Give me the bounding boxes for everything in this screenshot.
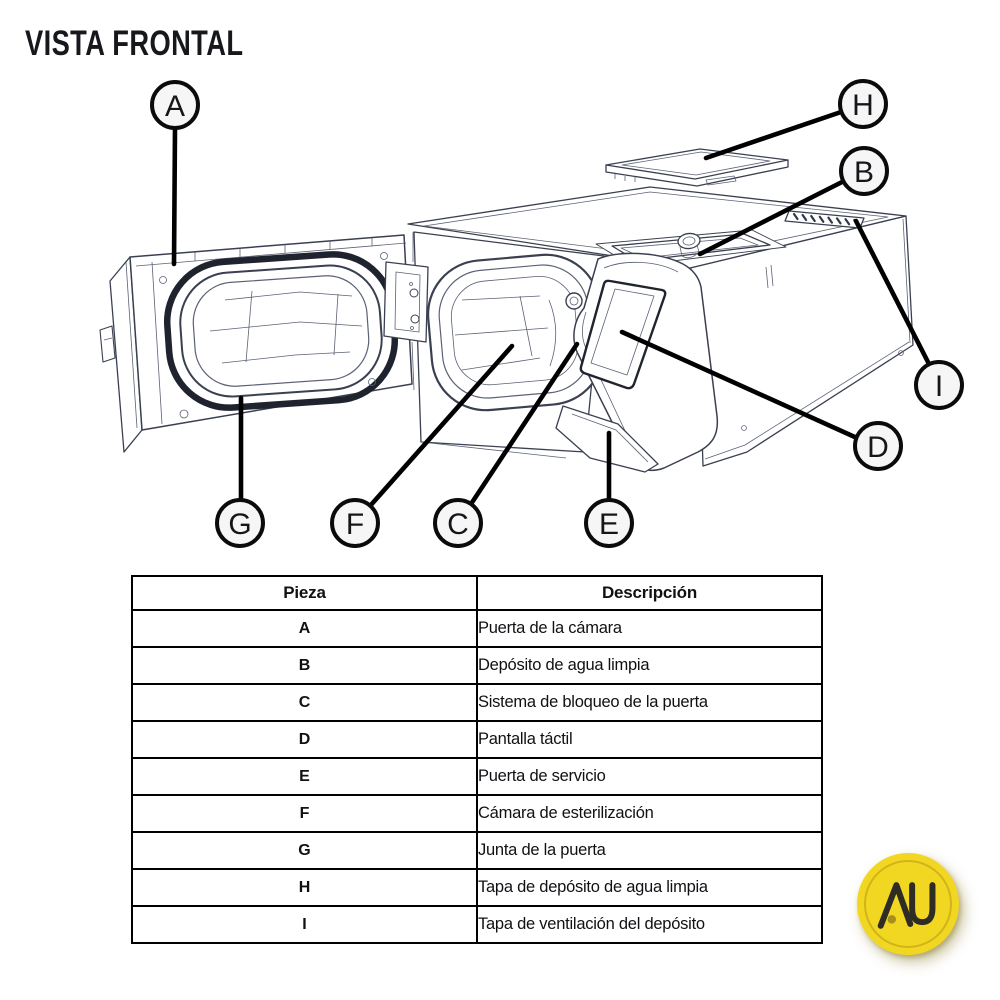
- callout-I: I: [914, 360, 964, 410]
- brand-logo: [857, 853, 959, 955]
- table-row: D Pantalla táctil: [131, 720, 823, 759]
- part-description: Pantalla táctil: [476, 720, 823, 759]
- leader-I: [853, 218, 932, 367]
- table-header-row: Pieza Descripción: [131, 575, 823, 611]
- table-row: B Depósito de agua limpia: [131, 646, 823, 685]
- part-letter: B: [131, 646, 478, 685]
- table-row: A Puerta de la cámara: [131, 609, 823, 648]
- part-letter: I: [131, 905, 478, 944]
- callout-C: C: [433, 498, 483, 548]
- leader-A: [171, 125, 178, 267]
- callout-D: D: [853, 421, 903, 471]
- part-description: Tapa de depósito de agua limpia: [476, 868, 823, 907]
- callout-F: F: [330, 498, 380, 548]
- part-letter: H: [131, 868, 478, 907]
- autoclave-diagram: A H B I D G F: [99, 79, 964, 548]
- logo-inner-ring: [864, 860, 952, 948]
- door-hinge: [383, 232, 429, 391]
- svg-text:I: I: [935, 370, 943, 403]
- part-letter: D: [131, 720, 478, 759]
- chamber-door: [99, 234, 413, 453]
- header-description: Descripción: [476, 575, 823, 611]
- part-letter: C: [131, 683, 478, 722]
- svg-text:E: E: [599, 508, 619, 541]
- part-description: Sistema de bloqueo de la puerta: [476, 683, 823, 722]
- callout-E: E: [584, 498, 634, 548]
- table-row: F Cámara de esterilización: [131, 794, 823, 833]
- part-description: Tapa de ventilación del depósito: [476, 905, 823, 944]
- header-part: Pieza: [131, 575, 478, 611]
- part-description: Depósito de agua limpia: [476, 646, 823, 685]
- reservoir-lid: [605, 148, 789, 187]
- sterilization-chamber: [413, 231, 605, 459]
- callouts: A H B I D G F: [150, 79, 964, 548]
- callout-B: B: [839, 146, 889, 196]
- leader-H: [703, 109, 844, 161]
- door-lock-pin: [565, 292, 583, 310]
- machine-body: [407, 186, 914, 473]
- table-row: C Sistema de bloqueo de la puerta: [131, 683, 823, 722]
- leader-lines: [171, 109, 932, 509]
- part-description: Cámara de esterilización: [476, 794, 823, 833]
- svg-text:H: H: [852, 89, 874, 122]
- svg-text:C: C: [447, 508, 469, 541]
- leader-D: [619, 329, 860, 441]
- body-top-face: [407, 186, 907, 269]
- svg-text:A: A: [165, 90, 185, 123]
- leader-B: [697, 178, 847, 257]
- part-letter: F: [131, 794, 478, 833]
- part-description: Junta de la puerta: [476, 831, 823, 870]
- leader-C: [468, 341, 580, 507]
- table-row: H Tapa de depósito de agua limpia: [131, 868, 823, 907]
- leader-F: [367, 343, 515, 509]
- page-title: VISTA FRONTAL: [25, 24, 244, 63]
- logo-dot: [887, 915, 897, 925]
- part-letter: G: [131, 831, 478, 870]
- part-letter: E: [131, 757, 478, 796]
- table-row: I Tapa de ventilación del depósito: [131, 905, 823, 944]
- callout-A: A: [150, 80, 200, 130]
- door-edge: [99, 256, 143, 453]
- au-logo-mark: [878, 882, 936, 930]
- part-letter: A: [131, 609, 478, 648]
- part-description: Puerta de la cámara: [476, 609, 823, 648]
- callout-H: H: [838, 79, 888, 129]
- part-description: Puerta de servicio: [476, 757, 823, 796]
- svg-text:G: G: [228, 508, 251, 541]
- callout-G: G: [215, 498, 265, 548]
- svg-text:F: F: [346, 508, 364, 541]
- parts-table: Pieza Descripción A Puerta de la cámara …: [131, 575, 823, 944]
- svg-text:B: B: [854, 156, 874, 189]
- table-row: E Puerta de servicio: [131, 757, 823, 796]
- svg-text:D: D: [867, 431, 889, 464]
- table-row: G Junta de la puerta: [131, 831, 823, 870]
